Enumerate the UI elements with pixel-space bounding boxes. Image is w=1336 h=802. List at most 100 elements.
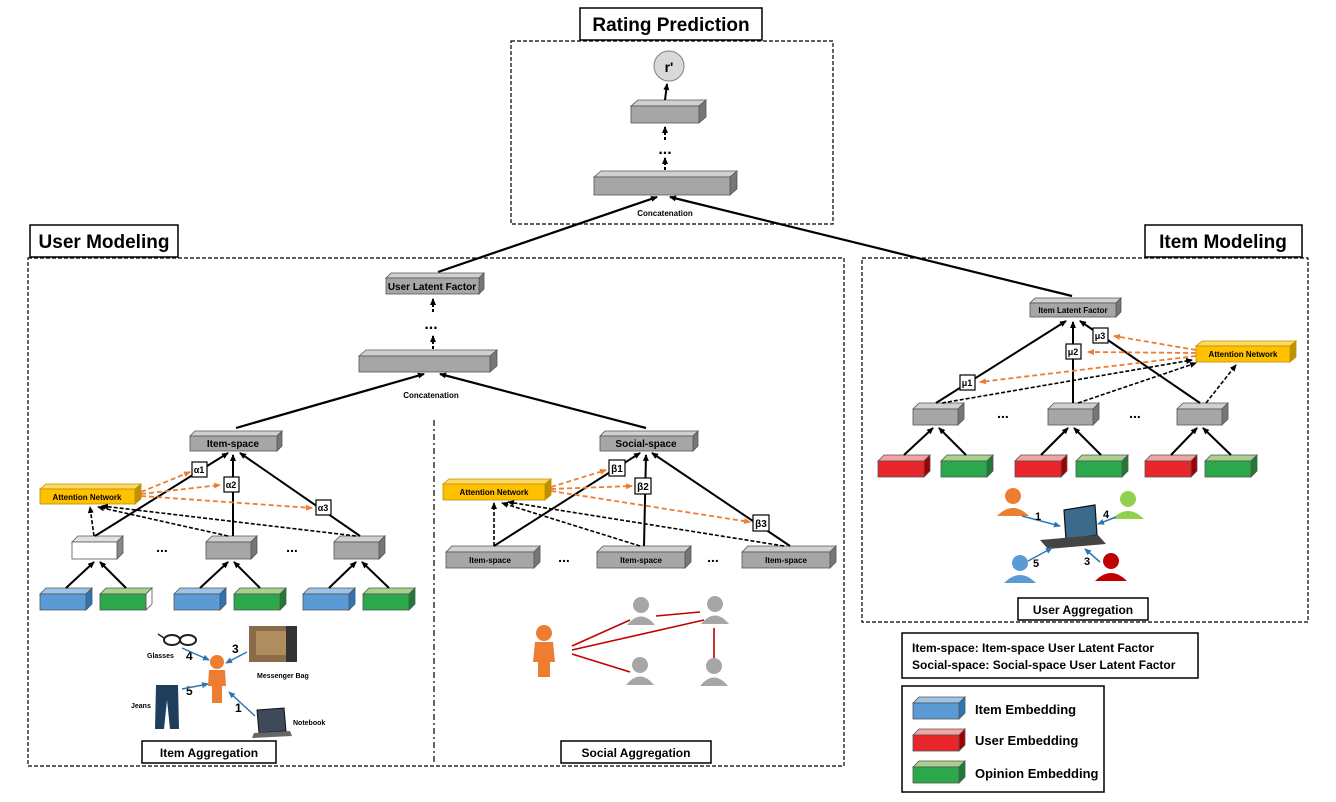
social-item-space-1 bbox=[445, 545, 541, 569]
item-aggregation-label: Item Aggregation bbox=[160, 746, 258, 760]
attention-network-item bbox=[1194, 340, 1298, 363]
person-orange-item-agg bbox=[208, 655, 226, 703]
user-agg-node-1 bbox=[912, 402, 965, 426]
item-agg-node-1 bbox=[71, 535, 124, 560]
alpha-2-box bbox=[223, 476, 240, 493]
attention-network-left bbox=[38, 483, 143, 505]
rating-number-5: 5 bbox=[1033, 558, 1039, 570]
user-icon-blue bbox=[1004, 555, 1036, 583]
ellipsis-prediction: ... bbox=[658, 141, 671, 158]
definition-social-space: Social-space: Social-space User Latent F… bbox=[912, 658, 1176, 672]
opinion-embedding-left-3 bbox=[362, 587, 416, 611]
concatenation-top-label: Concatenation bbox=[637, 209, 693, 218]
item-embedding-left-2 bbox=[173, 587, 227, 611]
item-latent-factor-label: Item Latent Factor bbox=[1038, 306, 1107, 315]
user-latent-factor-label: User Latent Factor bbox=[388, 282, 476, 293]
item-latent-factor-box bbox=[1029, 297, 1122, 318]
user-icon-orange bbox=[997, 488, 1029, 516]
output-rating-label: r' bbox=[665, 59, 674, 75]
beta-1-box bbox=[608, 459, 626, 477]
laptop-icon bbox=[1040, 504, 1106, 549]
alpha-2-label: α2 bbox=[226, 480, 237, 490]
social-edges bbox=[571, 611, 715, 673]
user-embedding-right-2 bbox=[1014, 454, 1068, 478]
opinion-embedding-right-2 bbox=[1075, 454, 1129, 478]
glasses-number: 4 bbox=[186, 649, 193, 663]
person-orange-social bbox=[533, 625, 555, 677]
glasses-icon bbox=[157, 633, 197, 646]
user-latent-factor-box bbox=[385, 272, 485, 295]
ellipsis-user: ... bbox=[424, 316, 437, 333]
user-aggregation-label: User Aggregation bbox=[1033, 603, 1133, 617]
legend-opinion-embedding-swatch bbox=[912, 760, 966, 784]
messenger-bag-icon bbox=[249, 626, 297, 662]
alpha-3-box bbox=[315, 499, 332, 516]
item-modeling-frame bbox=[861, 257, 1309, 623]
mu-1-box bbox=[959, 374, 976, 391]
legend-opinion-embedding-label: Opinion Embedding bbox=[975, 766, 1099, 781]
legend-user-embedding-swatch bbox=[912, 728, 966, 752]
social-space-label: Social-space bbox=[615, 439, 677, 450]
social-item-space-3-label: Item-space bbox=[765, 556, 807, 565]
item-modeling-title: Item Modeling bbox=[1159, 232, 1287, 253]
rating-number-1: 1 bbox=[1035, 511, 1041, 523]
alpha-3-label: α3 bbox=[318, 503, 329, 513]
user-icon-red bbox=[1095, 553, 1127, 581]
beta-1-label: β1 bbox=[611, 464, 623, 475]
mu-1-label: μ1 bbox=[962, 378, 973, 388]
social-aggregation-label-box bbox=[560, 740, 712, 764]
ellipsis-left-2: ... bbox=[286, 539, 298, 555]
rating-prediction-frame bbox=[510, 40, 834, 225]
item-modeling-title-box bbox=[1144, 224, 1303, 258]
opinion-embedding-right-1 bbox=[940, 454, 994, 478]
user-aggregation-label-box bbox=[1017, 597, 1149, 621]
alpha-1-box bbox=[191, 461, 208, 478]
beta-2-box bbox=[634, 477, 652, 495]
ellipsis-social-1: ... bbox=[558, 549, 570, 565]
social-item-space-1-label: Item-space bbox=[469, 556, 511, 565]
ellipsis-item-2: ... bbox=[1129, 405, 1141, 421]
opinion-embedding-right-3 bbox=[1204, 454, 1258, 478]
jeans-number: 5 bbox=[186, 684, 193, 698]
social-item-space-2 bbox=[596, 545, 692, 569]
item-agg-node-2 bbox=[205, 535, 258, 560]
definitions-box bbox=[901, 632, 1199, 679]
user-embedding-right-1 bbox=[877, 454, 931, 478]
prediction-layer-top bbox=[629, 99, 708, 124]
social-item-space-3 bbox=[741, 545, 837, 569]
jeans-icon bbox=[155, 685, 179, 729]
mu-3-label: μ3 bbox=[1095, 331, 1106, 341]
mu-2-label: μ2 bbox=[1068, 347, 1079, 357]
messenger-bag-number: 3 bbox=[232, 642, 239, 656]
legend-item-embedding-label: Item Embedding bbox=[975, 702, 1076, 717]
user-concat-layer bbox=[357, 349, 499, 373]
item-embedding-left-3 bbox=[302, 587, 356, 611]
jeans-label: Jeans bbox=[131, 703, 151, 710]
friend-user-icon bbox=[626, 596, 729, 686]
opinion-embedding-left-1 bbox=[99, 587, 153, 611]
beta-3-label: β3 bbox=[755, 519, 767, 530]
user-embedding-right-3 bbox=[1144, 454, 1198, 478]
definition-item-space: Item-space: Item-space User Latent Facto… bbox=[912, 641, 1154, 655]
notebook-number: 1 bbox=[235, 701, 242, 715]
item-space-box bbox=[189, 430, 283, 452]
notebook-label: Notebook bbox=[293, 720, 325, 727]
user-agg-node-3 bbox=[1176, 402, 1229, 426]
item-aggregation-label-box bbox=[141, 740, 277, 764]
beta-3-box bbox=[752, 514, 770, 532]
rating-number-3: 3 bbox=[1084, 556, 1090, 568]
rating-prediction-title: Rating Prediction bbox=[592, 15, 749, 36]
notebook-icon bbox=[252, 707, 292, 738]
rating-prediction-title-box bbox=[579, 7, 763, 41]
rating-number-4: 4 bbox=[1103, 509, 1110, 521]
mu-3-box bbox=[1092, 327, 1109, 344]
mu-2-box bbox=[1065, 343, 1082, 360]
social-space-box bbox=[599, 430, 699, 452]
ellipsis-social-2: ... bbox=[707, 549, 719, 565]
alpha-1-label: α1 bbox=[194, 465, 205, 475]
user-modeling-frame bbox=[27, 257, 845, 767]
messenger-bag-label: Messenger Bag bbox=[257, 673, 309, 680]
user-agg-node-2 bbox=[1047, 402, 1100, 426]
user-icon-green bbox=[1112, 491, 1144, 519]
